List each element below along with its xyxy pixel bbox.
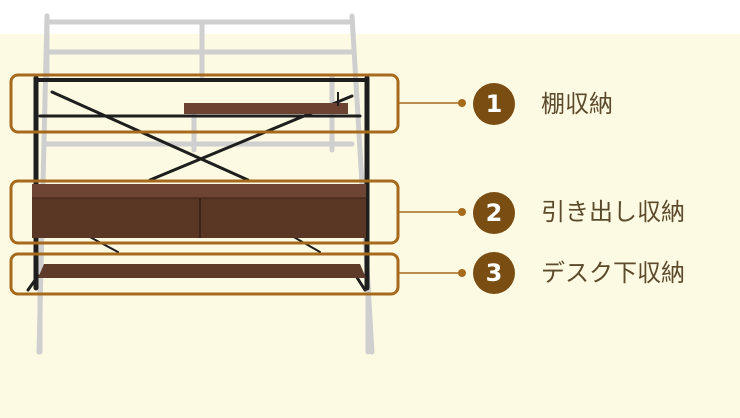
callout-label-shelf: 棚収納 — [541, 90, 613, 118]
callout-box-1 — [9, 73, 466, 134]
callout-box-3 — [9, 252, 466, 296]
top-white-band — [0, 0, 740, 34]
callout-box-2 — [9, 179, 466, 245]
callout-label-under-desk: デスク下収納 — [541, 259, 685, 287]
under-desk-shelf — [38, 264, 366, 278]
callout-label-drawer: 引き出し収納 — [541, 198, 685, 226]
upper-shelf — [184, 92, 348, 114]
callout-number-2: 2 — [473, 192, 515, 234]
drawer-unit — [32, 184, 366, 238]
callout-number-1: 1 — [473, 83, 515, 125]
callout-number-3: 3 — [473, 252, 515, 294]
